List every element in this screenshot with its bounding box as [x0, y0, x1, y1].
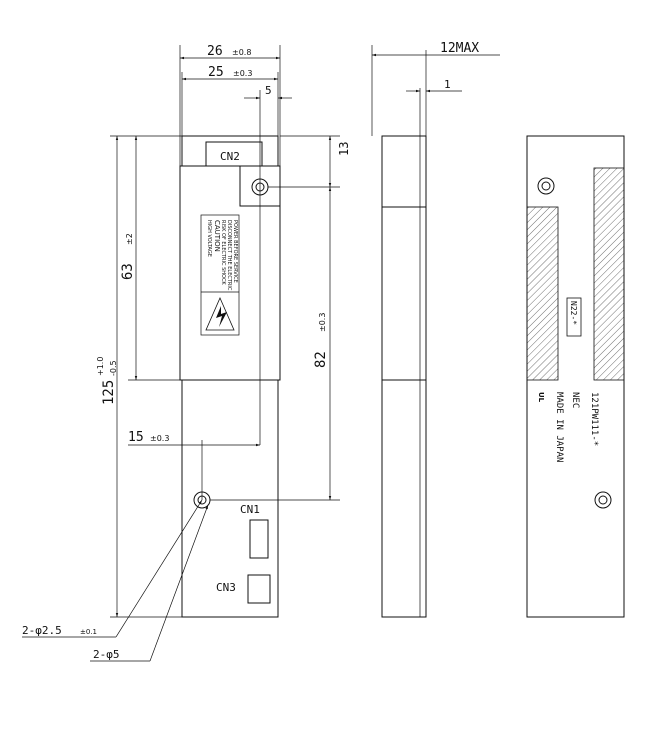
- cn2-connector: [205, 141, 263, 167]
- dim-125: 125 +1.0 -0.5: [96, 135, 182, 618]
- caution-line4: DISCONNECT THE ELECTRIC: [226, 220, 232, 291]
- caution-line5: POWER BEFORE SERVICE: [232, 220, 238, 283]
- dim-125-value: 125: [101, 380, 117, 405]
- caution-label-border: [200, 214, 240, 336]
- dim-82: 82 ±0.3: [210, 187, 340, 501]
- cn3-connector: [247, 574, 271, 604]
- dim-15-value: 15: [128, 430, 144, 445]
- dim-26: 26 ±0.8: [179, 44, 281, 166]
- dim-125-tol-upper: +1.0: [96, 357, 105, 376]
- cn3-label: CN3: [216, 581, 236, 594]
- hole-large-label: 2-φ5: [93, 648, 120, 661]
- cn1-connector: [249, 519, 269, 559]
- back-hatched-area-left: [526, 206, 559, 381]
- caution-label: HIGH VOLTAGE CAUTION RISK OF ELECTRIC SH…: [200, 214, 240, 336]
- back-upper-hole-outer: [537, 177, 555, 195]
- lightning-bolt-icon: [216, 306, 227, 327]
- dim-125-tol-lower: -0.5: [109, 360, 118, 376]
- dim-26-tol: ±0.8: [232, 48, 251, 57]
- lot-tag-box: [566, 297, 582, 337]
- back-lower-hole-inner: [598, 495, 608, 505]
- dim-13: 13: [268, 135, 351, 188]
- dim-5: 5: [244, 84, 292, 445]
- dim-15: 15 ±0.3: [128, 430, 260, 500]
- dim-12max-value: 12MAX: [440, 41, 479, 56]
- dim-1: 1: [406, 78, 462, 136]
- origin-text: MADE IN JAPAN: [554, 392, 564, 462]
- side-outline: [381, 135, 427, 618]
- hole-callouts: 2-φ2.5 ±0.1 2-φ5: [22, 499, 209, 662]
- dim-1-value: 1: [444, 78, 451, 91]
- dim-25-value: 25: [208, 65, 224, 80]
- hole-small-tol: ±0.1: [80, 628, 97, 636]
- dim-82-tol: ±0.3: [318, 313, 327, 332]
- back-view: N22-* 121PW111-* NEC MADE IN JAPAN UL: [526, 135, 625, 618]
- cn1-label: CN1: [240, 503, 260, 516]
- maker-name: NEC: [570, 392, 580, 408]
- front-view: CN2 CN1 CN3 HIGH VOLTAGE CAUTION RISK OF…: [22, 44, 351, 662]
- back-lower-hole-outer: [594, 491, 612, 509]
- dim-13-value: 13: [337, 142, 351, 156]
- cn2-label: CN2: [220, 150, 240, 163]
- dim-25: 25 ±0.3: [181, 65, 279, 136]
- model-number: 121PW111-*: [589, 392, 599, 446]
- dim-15-tol: ±0.3: [150, 434, 169, 443]
- caution-line1: HIGH VOLTAGE: [206, 220, 212, 257]
- hole-small-label: 2-φ2.5: [22, 624, 62, 637]
- dim-12max: 12MAX: [371, 41, 500, 136]
- dim-26-value: 26: [207, 44, 223, 59]
- cert-mark-icon: UL: [537, 392, 545, 403]
- dim-63-tol: ±2: [125, 233, 134, 245]
- dim-63: 63 ±2: [120, 135, 182, 381]
- lot-tag: N22-*: [569, 301, 578, 325]
- caution-line3: RISK OF ELECTRIC SHOCK: [220, 220, 226, 285]
- dim-5-value: 5: [265, 84, 272, 97]
- caution-line2: CAUTION: [213, 220, 221, 252]
- dim-63-value: 63: [120, 263, 136, 280]
- back-upper-hole-inner: [541, 181, 551, 191]
- dim-25-tol: ±0.3: [233, 69, 252, 78]
- dim-82-value: 82: [313, 351, 329, 368]
- back-hatched-area-right: [593, 167, 625, 381]
- side-view: 12MAX 1: [371, 41, 500, 618]
